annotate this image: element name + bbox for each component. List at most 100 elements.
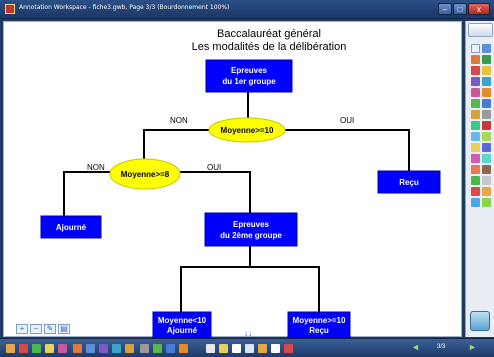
pointer-tool-icon[interactable] — [482, 44, 491, 53]
panel-tab-button[interactable] — [468, 23, 493, 37]
connector-groupe2-pass — [250, 266, 320, 313]
node-decision2-label: Moyenne>=8 — [121, 170, 170, 179]
node-final-pass-line1: Moyenne>=10 — [293, 316, 346, 325]
previous-page-icon[interactable]: ◄ — [411, 342, 420, 352]
minimize-button[interactable]: – — [438, 3, 452, 15]
node-groupe1-line2: du 1er groupe — [222, 77, 276, 86]
node-recu[interactable]: Reçu — [377, 170, 441, 194]
page-add-icon[interactable] — [166, 344, 175, 353]
connector-decision1-non — [143, 129, 211, 159]
video-tool-icon[interactable] — [471, 165, 480, 174]
compass-tool-icon[interactable] — [471, 121, 480, 130]
grid-tool-icon[interactable] — [482, 176, 491, 185]
edit-icon[interactable]: ✎ — [44, 324, 56, 334]
line-tool-icon[interactable] — [482, 77, 491, 86]
node-final-fail[interactable]: Moyenne<10 Ajourné — [152, 311, 212, 338]
spotlight-tool-icon[interactable] — [482, 121, 491, 130]
document-icon[interactable] — [271, 344, 280, 353]
minus-icon[interactable]: − — [30, 324, 42, 334]
clear-icon[interactable] — [206, 344, 215, 353]
screen-capture-icon[interactable] — [245, 344, 254, 353]
node-groupe1[interactable]: Epreuves du 1er groupe — [205, 59, 293, 93]
lines-icon[interactable] — [112, 344, 121, 353]
reveal-tool-icon[interactable] — [471, 132, 480, 141]
ruler-tool-icon[interactable] — [471, 110, 480, 119]
highlighter-icon[interactable] — [58, 344, 67, 353]
node-final-pass-line2: Reçu — [309, 326, 329, 335]
collapse-toolbar-icon[interactable]: ↓↓ — [244, 329, 252, 338]
document-subtitle: Les modalités de la délibération — [191, 41, 347, 53]
shapes-icon[interactable] — [99, 344, 108, 353]
node-groupe1-line1: Epreuves — [231, 66, 268, 75]
main-menu-icon[interactable] — [6, 344, 15, 353]
close-button[interactable]: x — [468, 3, 490, 15]
node-decision1[interactable]: Moyenne>=10 — [208, 117, 286, 143]
page-counter: 3/3 — [437, 344, 446, 350]
whiteboard-canvas[interactable]: Baccalauréat général Les modalités de la… — [3, 21, 462, 338]
redo-icon[interactable] — [32, 344, 41, 353]
highlighter-tool-icon[interactable] — [482, 66, 491, 75]
node-final-fail-line1: Moyenne<10 — [158, 316, 207, 325]
text-tool-icon[interactable] — [471, 88, 480, 97]
edge-label-decision1-non: NON — [170, 116, 188, 125]
camera-icon[interactable] — [258, 344, 267, 353]
text-icon[interactable] — [125, 344, 134, 353]
eraser-tool-icon[interactable] — [471, 66, 480, 75]
select-tool-icon[interactable] — [471, 44, 480, 53]
undo-icon[interactable] — [19, 344, 28, 353]
next-page-icon[interactable]: ► — [468, 342, 477, 352]
document-title: Baccalauréat général — [217, 28, 321, 40]
select-icon[interactable] — [86, 344, 95, 353]
connector-groupe2-fail — [180, 245, 251, 313]
canvas-toolbar: +−✎▤ — [16, 318, 72, 334]
blank-page-icon[interactable] — [232, 344, 241, 353]
edge-label-decision2-oui: OUI — [207, 163, 221, 172]
folder-tool-icon[interactable] — [482, 187, 491, 196]
node-ajourne[interactable]: Ajourné — [40, 215, 102, 239]
pen-icon[interactable] — [45, 344, 54, 353]
sound-tool-icon[interactable] — [482, 154, 491, 163]
arrow-right-tool-icon[interactable] — [471, 176, 480, 185]
record-tool-icon[interactable] — [471, 187, 480, 196]
tool-panel — [465, 21, 494, 337]
settings-tool-icon[interactable] — [482, 198, 491, 207]
edge-label-decision2-non: NON — [87, 163, 105, 172]
magnify-tool-icon[interactable] — [482, 132, 491, 141]
dice-tool-icon[interactable] — [482, 143, 491, 152]
calculator-tool-icon[interactable] — [471, 154, 480, 163]
camera-tool-icon[interactable] — [482, 99, 491, 108]
node-final-pass[interactable]: Moyenne>=10 Reçu — [287, 311, 351, 338]
fill-tool-icon[interactable] — [482, 88, 491, 97]
connector-decision2-oui — [177, 171, 251, 214]
zoom-icon[interactable] — [153, 344, 162, 353]
fill-icon[interactable] — [140, 344, 149, 353]
record-icon[interactable] — [284, 344, 293, 353]
eraser-icon[interactable] — [73, 344, 82, 353]
web-tool-icon[interactable] — [471, 198, 480, 207]
node-final-fail-line2: Ajourné — [167, 326, 198, 335]
connector-decision1-oui — [284, 129, 410, 172]
marker-tool-icon[interactable] — [482, 55, 491, 64]
node-decision1-label: Moyenne>=10 — [221, 126, 274, 135]
node-ajourne-label: Ajourné — [56, 223, 87, 232]
maximize-button[interactable]: □ — [453, 3, 467, 15]
bottom-toolbar: ◄ 3/3 ► — [0, 338, 494, 357]
shape-tool-icon[interactable] — [471, 77, 480, 86]
node-recu-label: Reçu — [399, 178, 419, 187]
stamp-tool-icon[interactable] — [471, 99, 480, 108]
resources-icon[interactable] — [179, 344, 188, 353]
node-groupe2[interactable]: Epreuves du 2ème groupe — [204, 212, 298, 247]
app-icon — [5, 4, 15, 14]
connector-decision2-non — [63, 171, 111, 217]
protractor-tool-icon[interactable] — [482, 110, 491, 119]
panel-toggle-button[interactable] — [470, 311, 490, 331]
pen-tool-icon[interactable] — [471, 55, 480, 64]
page-icon[interactable]: ▤ — [58, 324, 70, 334]
clock-tool-icon[interactable] — [471, 143, 480, 152]
delete-icon[interactable] — [219, 344, 228, 353]
keyboard-tool-icon[interactable] — [482, 165, 491, 174]
window-title: Annotation Workspace - fiche3.gwb, Page … — [19, 4, 230, 11]
node-groupe2-line2: du 2ème groupe — [220, 231, 282, 240]
zoom-in-icon[interactable]: + — [16, 324, 28, 334]
node-decision2[interactable]: Moyenne>=8 — [109, 158, 181, 190]
